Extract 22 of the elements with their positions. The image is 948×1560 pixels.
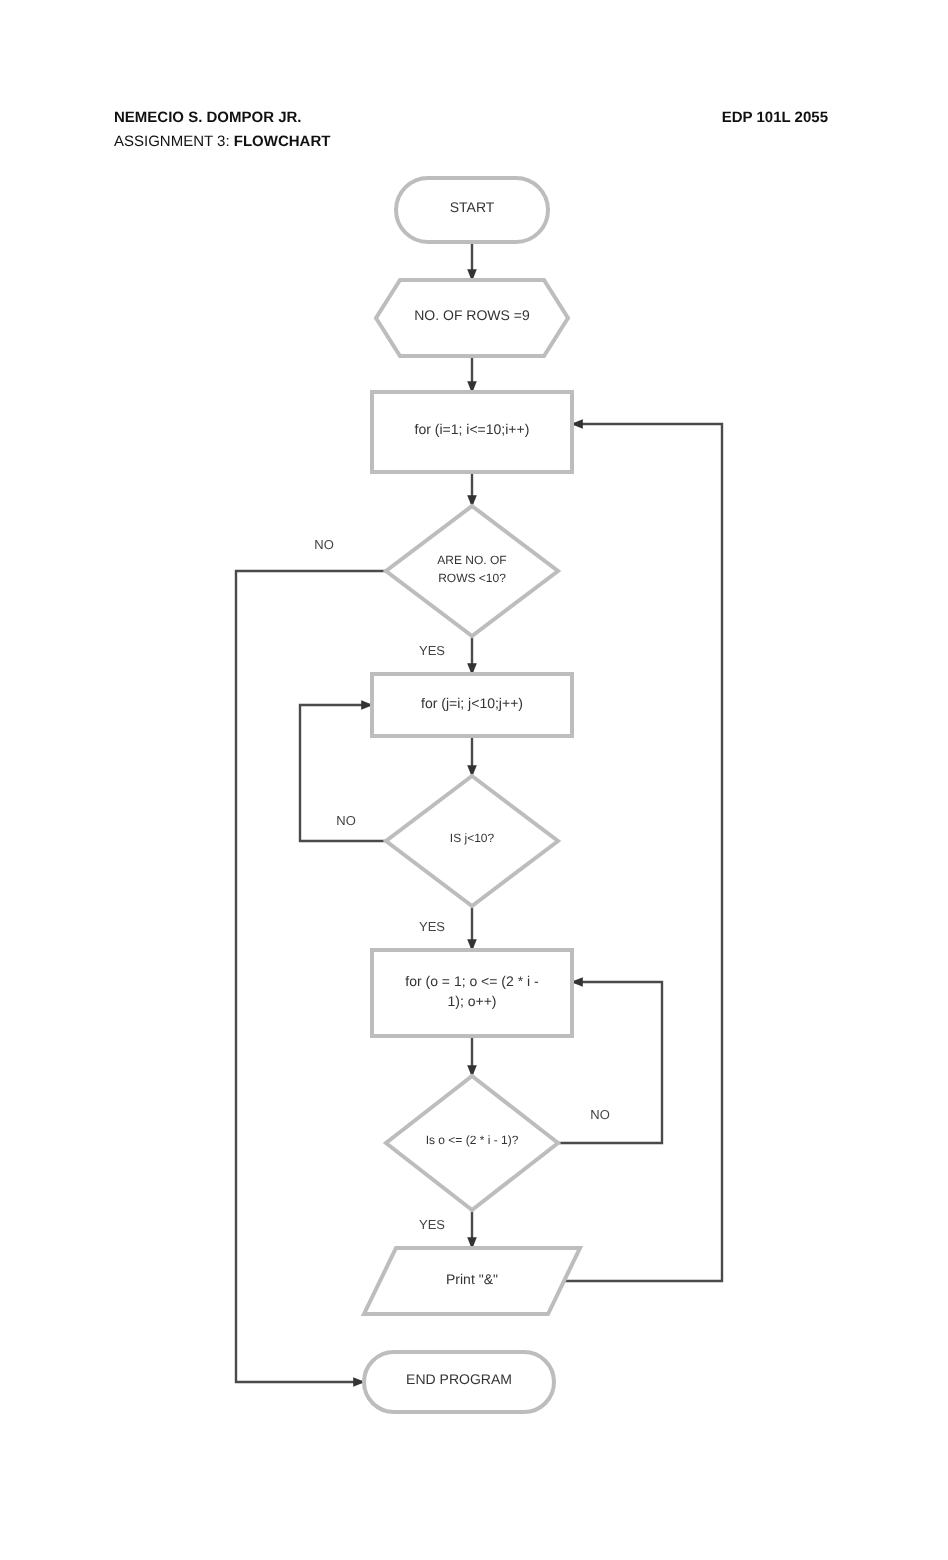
arrow (234, 569, 386, 1387)
process-box (372, 392, 572, 472)
decision-diamond (386, 776, 558, 906)
arrow (564, 419, 724, 1283)
process-box (372, 674, 572, 736)
arrow (467, 472, 477, 508)
terminal-shape (364, 1352, 554, 1412)
arrow (558, 977, 664, 1145)
decision-diamond (386, 1076, 558, 1210)
output-parallelogram (364, 1248, 580, 1314)
terminal-shape (396, 178, 548, 242)
arrow (467, 906, 477, 952)
arrow (467, 1210, 477, 1250)
arrow (467, 1036, 477, 1078)
arrow (467, 242, 477, 282)
arrow (298, 700, 386, 843)
decision-diamond (386, 506, 558, 636)
arrow (467, 736, 477, 778)
process-box (372, 950, 572, 1036)
arrow (467, 636, 477, 676)
arrow (467, 356, 477, 394)
preparation-hexagon (376, 280, 568, 356)
